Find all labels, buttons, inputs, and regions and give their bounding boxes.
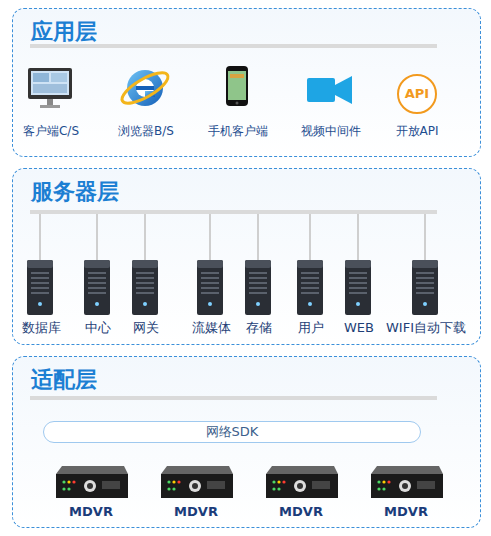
sdk-bar: 网络SDK xyxy=(43,421,421,443)
layer-title: 服务器层 xyxy=(31,177,119,207)
node-label: 存储 xyxy=(246,320,272,336)
device-node: MDVR xyxy=(151,463,241,523)
node-label: 开放API xyxy=(396,123,439,139)
server-node: 网关 xyxy=(111,256,181,339)
device-node: MDVR xyxy=(256,463,346,523)
node-label: WEB xyxy=(344,320,374,336)
server-node: 数据库 xyxy=(6,256,76,339)
node-label: 手机客户端 xyxy=(208,123,268,139)
node-label: 网络SDK xyxy=(206,423,259,441)
device-node: MDVR xyxy=(361,463,451,523)
node-label: MDVR xyxy=(69,504,113,520)
node-label: 用户 xyxy=(298,320,324,336)
app-item: 客户端C/S xyxy=(6,63,96,139)
api-badge: API xyxy=(397,74,437,114)
server-node: 中心 xyxy=(63,256,133,339)
server-node: 存储 xyxy=(224,256,294,339)
node-label: WIFI自动下载 xyxy=(386,320,466,336)
app-item: 手机客户端 xyxy=(193,63,283,139)
layer-panel: 应用层客户端C/S 浏览器B/S 手机客户端 视频中间件 API 开放API xyxy=(12,8,481,157)
server-node: 流媒体 xyxy=(176,256,246,339)
app-item: 浏览器B/S xyxy=(101,63,191,139)
layer-title: 适配层 xyxy=(31,365,97,395)
layer-panel: 服务器层数据库 中心 网关 流媒体存储 用户 WEB WIFI自动下载 xyxy=(12,168,481,345)
node-label: 网关 xyxy=(133,320,159,336)
node-label: 客户端C/S xyxy=(23,123,79,139)
app-item: API 开放API xyxy=(372,63,462,139)
node-label: 视频中间件 xyxy=(301,123,361,139)
server-node: WEB xyxy=(324,256,394,339)
node-label: MDVR xyxy=(384,504,428,520)
layer-panel: 适配层网络SDK MDVR MDVR MDVR MDVR xyxy=(12,356,481,528)
node-label: 浏览器B/S xyxy=(118,123,174,139)
server-node: WIFI自动下载 xyxy=(381,256,471,339)
node-label: 数据库 xyxy=(22,320,61,336)
app-item: 视频中间件 xyxy=(286,63,376,139)
server-node: 用户 xyxy=(276,256,346,339)
node-label: MDVR xyxy=(174,504,218,520)
layer-title: 应用层 xyxy=(31,17,97,47)
node-label: MDVR xyxy=(279,504,323,520)
device-node: MDVR xyxy=(46,463,136,523)
node-label: 流媒体 xyxy=(192,320,231,336)
node-label: 中心 xyxy=(85,320,111,336)
